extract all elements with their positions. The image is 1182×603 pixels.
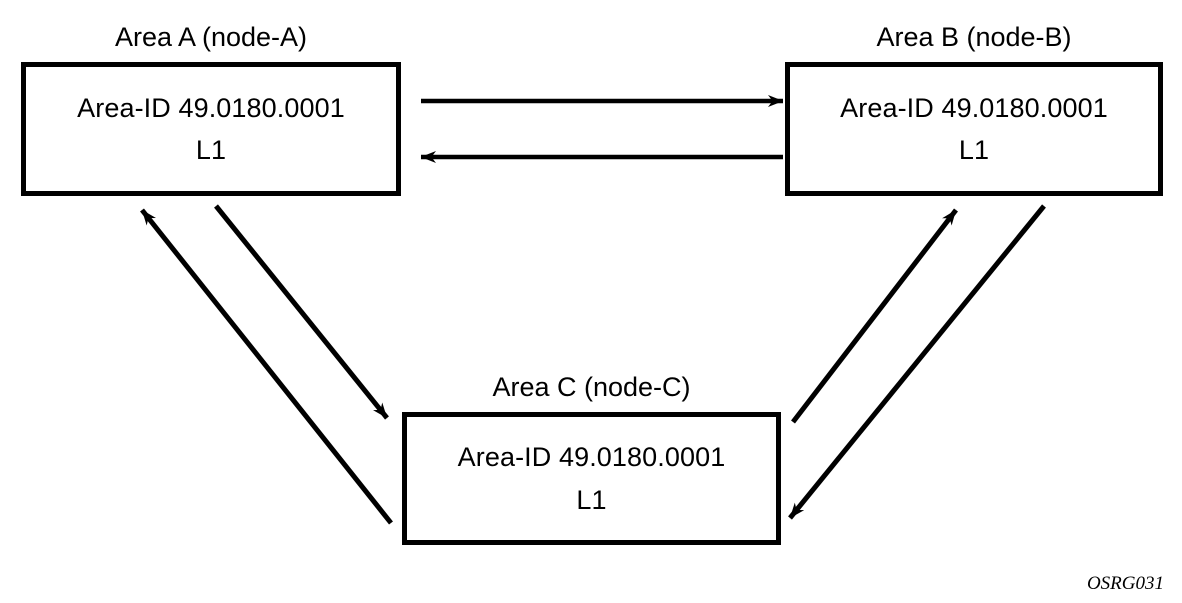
node-a-area-id: Area-ID 49.0180.0001	[77, 92, 345, 123]
arrow-a-to-c	[214, 204, 389, 420]
node-b-box[interactable]: Area-ID 49.0180.0001 L1	[785, 62, 1163, 196]
node-c-area-id: Area-ID 49.0180.0001	[457, 442, 726, 473]
node-c-box[interactable]: Area-ID 49.0180.0001 L1	[402, 412, 781, 545]
node-c-level: L1	[576, 484, 607, 515]
figure-code-label: OSRG031	[1086, 573, 1164, 594]
arrow-c-to-b	[791, 208, 958, 424]
node-a-level: L1	[195, 135, 227, 165]
node-c-title: Area C (node-C)	[492, 372, 691, 402]
node-b-title: Area B (node-B)	[876, 22, 1072, 52]
node-b-area-id: Area-ID 49.0180.0001	[840, 92, 1108, 123]
arrow-c-to-a	[140, 208, 393, 525]
node-b-level: L1	[958, 135, 990, 165]
arrow-b-to-c	[788, 204, 1046, 520]
node-a-box[interactable]: Area-ID 49.0180.0001 L1	[21, 62, 401, 196]
node-a-title: Area A (node-A)	[114, 22, 308, 52]
